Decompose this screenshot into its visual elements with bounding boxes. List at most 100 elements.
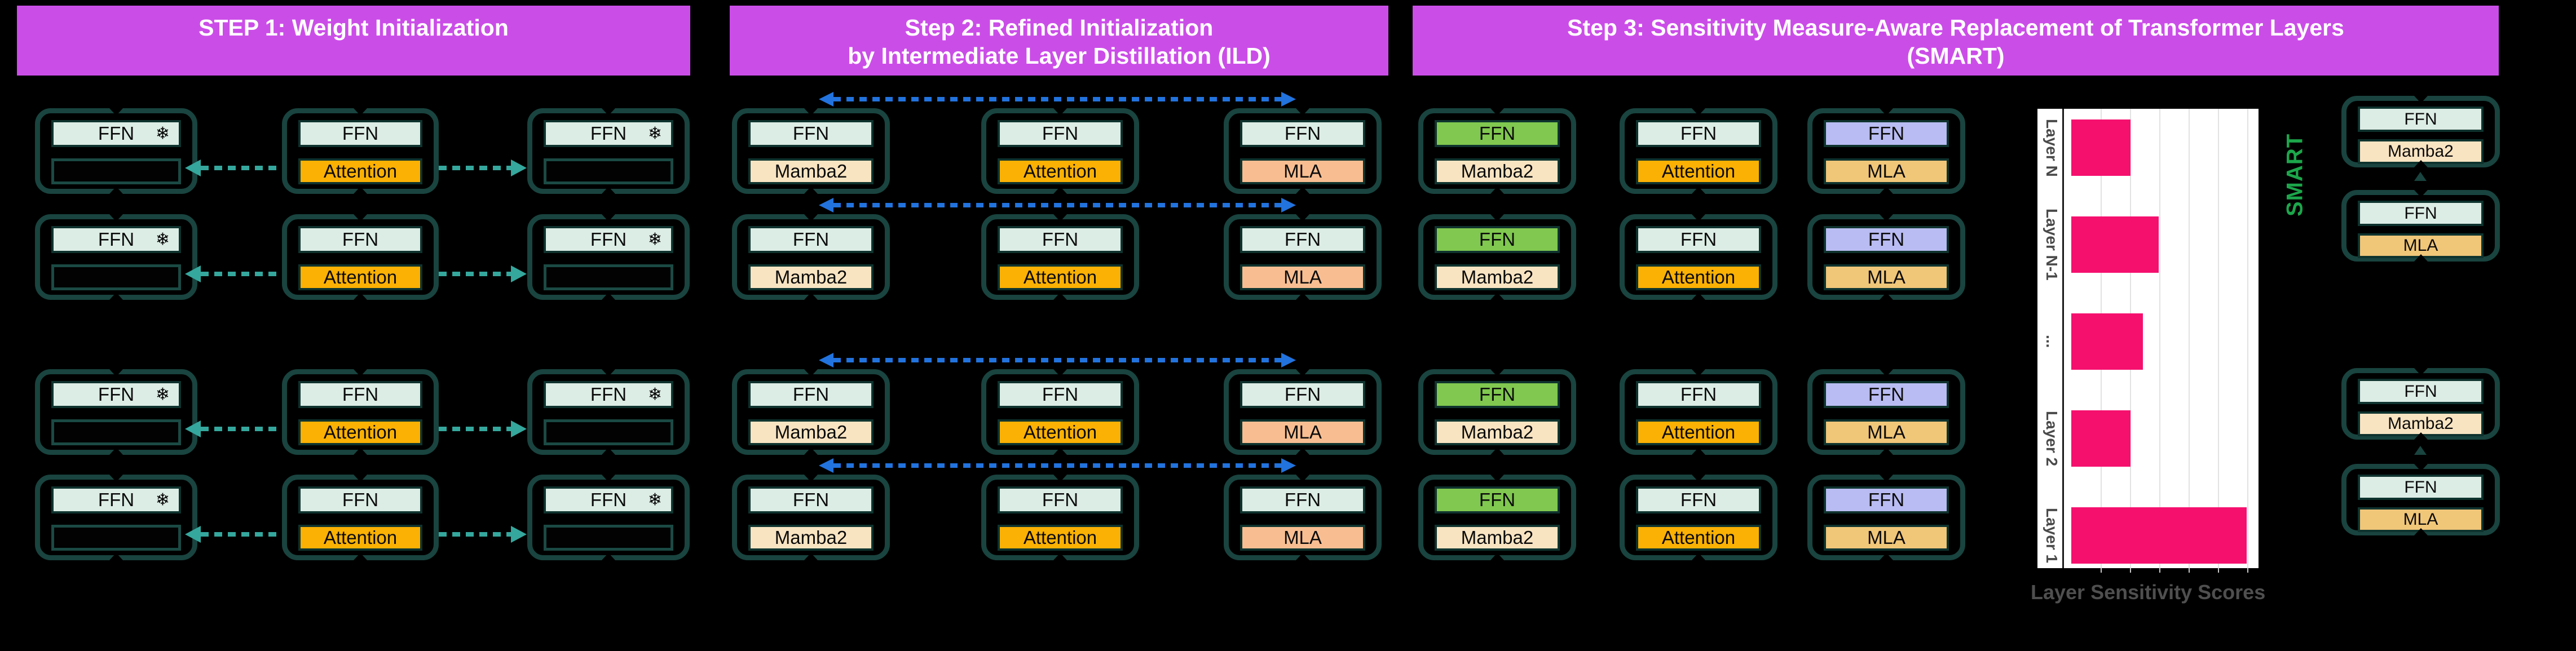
layer-card-mamba2: FFN Mamba2 bbox=[732, 369, 890, 455]
ffn-label: FFN bbox=[98, 229, 135, 250]
attention-label: Attention bbox=[1023, 422, 1097, 442]
ild-distill-arrow bbox=[833, 203, 1281, 207]
ffn-slot: FFN❄ bbox=[51, 486, 181, 513]
ffn-slot: FFN bbox=[298, 120, 422, 147]
layer-card-teacher: FFN Attention bbox=[981, 108, 1139, 194]
ffn-slot: FFN bbox=[1435, 486, 1560, 513]
mla-slot: MLA bbox=[1240, 419, 1365, 445]
smart-vertical-label: SMART bbox=[2282, 133, 2308, 216]
layer-card-mamba2-trained: FFN Mamba2 bbox=[1418, 369, 1576, 455]
sensitivity-bar bbox=[2071, 410, 2131, 467]
ffn-label: FFN bbox=[2404, 382, 2437, 401]
ffn-slot: FFN bbox=[1240, 381, 1365, 408]
layer-card-teacher: FFN Attention bbox=[282, 214, 439, 300]
layer-card-mamba2: FFN Mamba2 bbox=[732, 108, 890, 194]
attention-label: Attention bbox=[1661, 267, 1736, 287]
layer-card-teacher: FFN Attention bbox=[1620, 108, 1777, 194]
ffn-label: FFN bbox=[792, 123, 830, 144]
ffn-label: FFN bbox=[1479, 229, 1516, 250]
weight-init-arrow bbox=[439, 532, 512, 537]
attention-label: Attention bbox=[1023, 267, 1097, 287]
weight-init-arrowhead-left bbox=[185, 526, 201, 543]
ffn-label: FFN bbox=[1680, 489, 1717, 510]
empty-mixer-slot bbox=[544, 419, 673, 445]
step2-header-line2: by Intermediate Layer Distillation (ILD) bbox=[848, 43, 1271, 69]
ffn-slot: FFN bbox=[2358, 475, 2484, 500]
chart-ylabel: Layer 2 bbox=[2043, 410, 2061, 467]
mla-slot: MLA bbox=[1240, 264, 1365, 290]
layer-card-mla-trained: FFN MLA bbox=[1807, 214, 1965, 300]
sensitivity-bar bbox=[2071, 507, 2247, 564]
ffn-label: FFN bbox=[98, 489, 135, 510]
chart-ylabel: Layer 1 bbox=[2043, 507, 2061, 564]
ffn-label: FFN bbox=[2404, 203, 2437, 223]
mamba2-slot: Mamba2 bbox=[2358, 139, 2484, 164]
attention-label: Attention bbox=[1661, 161, 1736, 181]
attention-slot: Attention bbox=[998, 525, 1123, 551]
layer-card-teacher: FFN Attention bbox=[282, 108, 439, 194]
ffn-slot: FFN❄ bbox=[544, 381, 673, 408]
layer-card-frozen: FFN❄ bbox=[35, 214, 197, 300]
mla-slot: MLA bbox=[1824, 525, 1949, 551]
mamba2-label: Mamba2 bbox=[774, 422, 848, 442]
step2-header-line1: Step 2: Refined Initialization bbox=[905, 15, 1214, 41]
ffn-label: FFN bbox=[2404, 109, 2437, 129]
chart-tick bbox=[2218, 568, 2219, 573]
mla-slot: MLA bbox=[1824, 158, 1949, 184]
chart-gridline bbox=[2189, 109, 2190, 568]
step2-header: Step 2: Refined Initialization by Interm… bbox=[730, 6, 1388, 76]
frozen-snowflake-icon: ❄ bbox=[647, 230, 662, 249]
mamba2-label: Mamba2 bbox=[1461, 161, 1534, 181]
ffn-slot: FFN bbox=[1636, 120, 1761, 147]
mla-label: MLA bbox=[2403, 236, 2438, 255]
chart-gridline bbox=[2159, 109, 2160, 568]
mamba2-label: Mamba2 bbox=[774, 527, 848, 548]
empty-mixer-slot bbox=[51, 525, 181, 551]
ffn-label: FFN bbox=[792, 384, 830, 405]
layer-card-frozen: FFN❄ bbox=[35, 108, 197, 194]
attention-label: Attention bbox=[1023, 527, 1097, 548]
layer-card-mamba2-trained: FFN Mamba2 bbox=[1418, 214, 1576, 300]
ffn-label: FFN bbox=[1284, 384, 1321, 405]
mla-label: MLA bbox=[1283, 267, 1322, 287]
ffn-slot: FFN bbox=[1636, 486, 1761, 513]
ffn-label: FFN bbox=[590, 123, 627, 144]
ild-arrowhead-left bbox=[819, 92, 833, 107]
ffn-label: FFN bbox=[590, 229, 627, 250]
ffn-label: FFN bbox=[98, 123, 135, 144]
step3-header-line1: Step 3: Sensitivity Measure-Aware Replac… bbox=[1567, 15, 2344, 41]
weight-init-arrow bbox=[439, 427, 512, 431]
hybrid-card-mla: FFN MLA bbox=[2341, 190, 2500, 262]
ffn-slot: FFN ❄ bbox=[544, 120, 673, 147]
ffn-label: FFN bbox=[1042, 123, 1079, 144]
layer-card-teacher: FFN Attention bbox=[1620, 214, 1777, 300]
chart-tick bbox=[2189, 568, 2190, 573]
layer-card-mla-trained: FFN MLA bbox=[1807, 369, 1965, 455]
empty-mixer-slot bbox=[51, 419, 181, 445]
attention-slot: Attention bbox=[298, 158, 422, 184]
mamba2-slot: Mamba2 bbox=[1435, 264, 1560, 290]
stack-connector-arrow bbox=[2414, 172, 2427, 181]
layer-card-teacher: FFN Attention bbox=[981, 214, 1139, 300]
attention-label: Attention bbox=[1023, 161, 1097, 181]
weight-init-arrow bbox=[439, 166, 512, 170]
mamba2-slot: Mamba2 bbox=[748, 264, 874, 290]
ffn-slot: FFN bbox=[1240, 226, 1365, 253]
mla-label: MLA bbox=[1867, 527, 1905, 548]
frozen-snowflake-icon: ❄ bbox=[647, 124, 662, 143]
ffn-slot: FFN bbox=[998, 381, 1123, 408]
ffn-slot: FFN bbox=[1824, 120, 1949, 147]
layer-card-frozen: FFN❄ bbox=[35, 369, 197, 455]
attention-label: Attention bbox=[323, 422, 398, 442]
weight-init-arrowhead-right bbox=[511, 160, 527, 176]
mamba2-label: Mamba2 bbox=[2388, 142, 2454, 161]
mamba2-slot: Mamba2 bbox=[748, 525, 874, 551]
hybrid-card-mamba2: FFN Mamba2 bbox=[2341, 368, 2500, 440]
mamba2-slot: Mamba2 bbox=[2358, 411, 2484, 436]
ffn-slot: FFN bbox=[1435, 381, 1560, 408]
ffn-label: FFN bbox=[1680, 123, 1717, 144]
ild-arrowhead-left bbox=[819, 353, 833, 367]
attention-slot: Attention bbox=[298, 264, 422, 290]
ffn-label: FFN bbox=[792, 229, 830, 250]
